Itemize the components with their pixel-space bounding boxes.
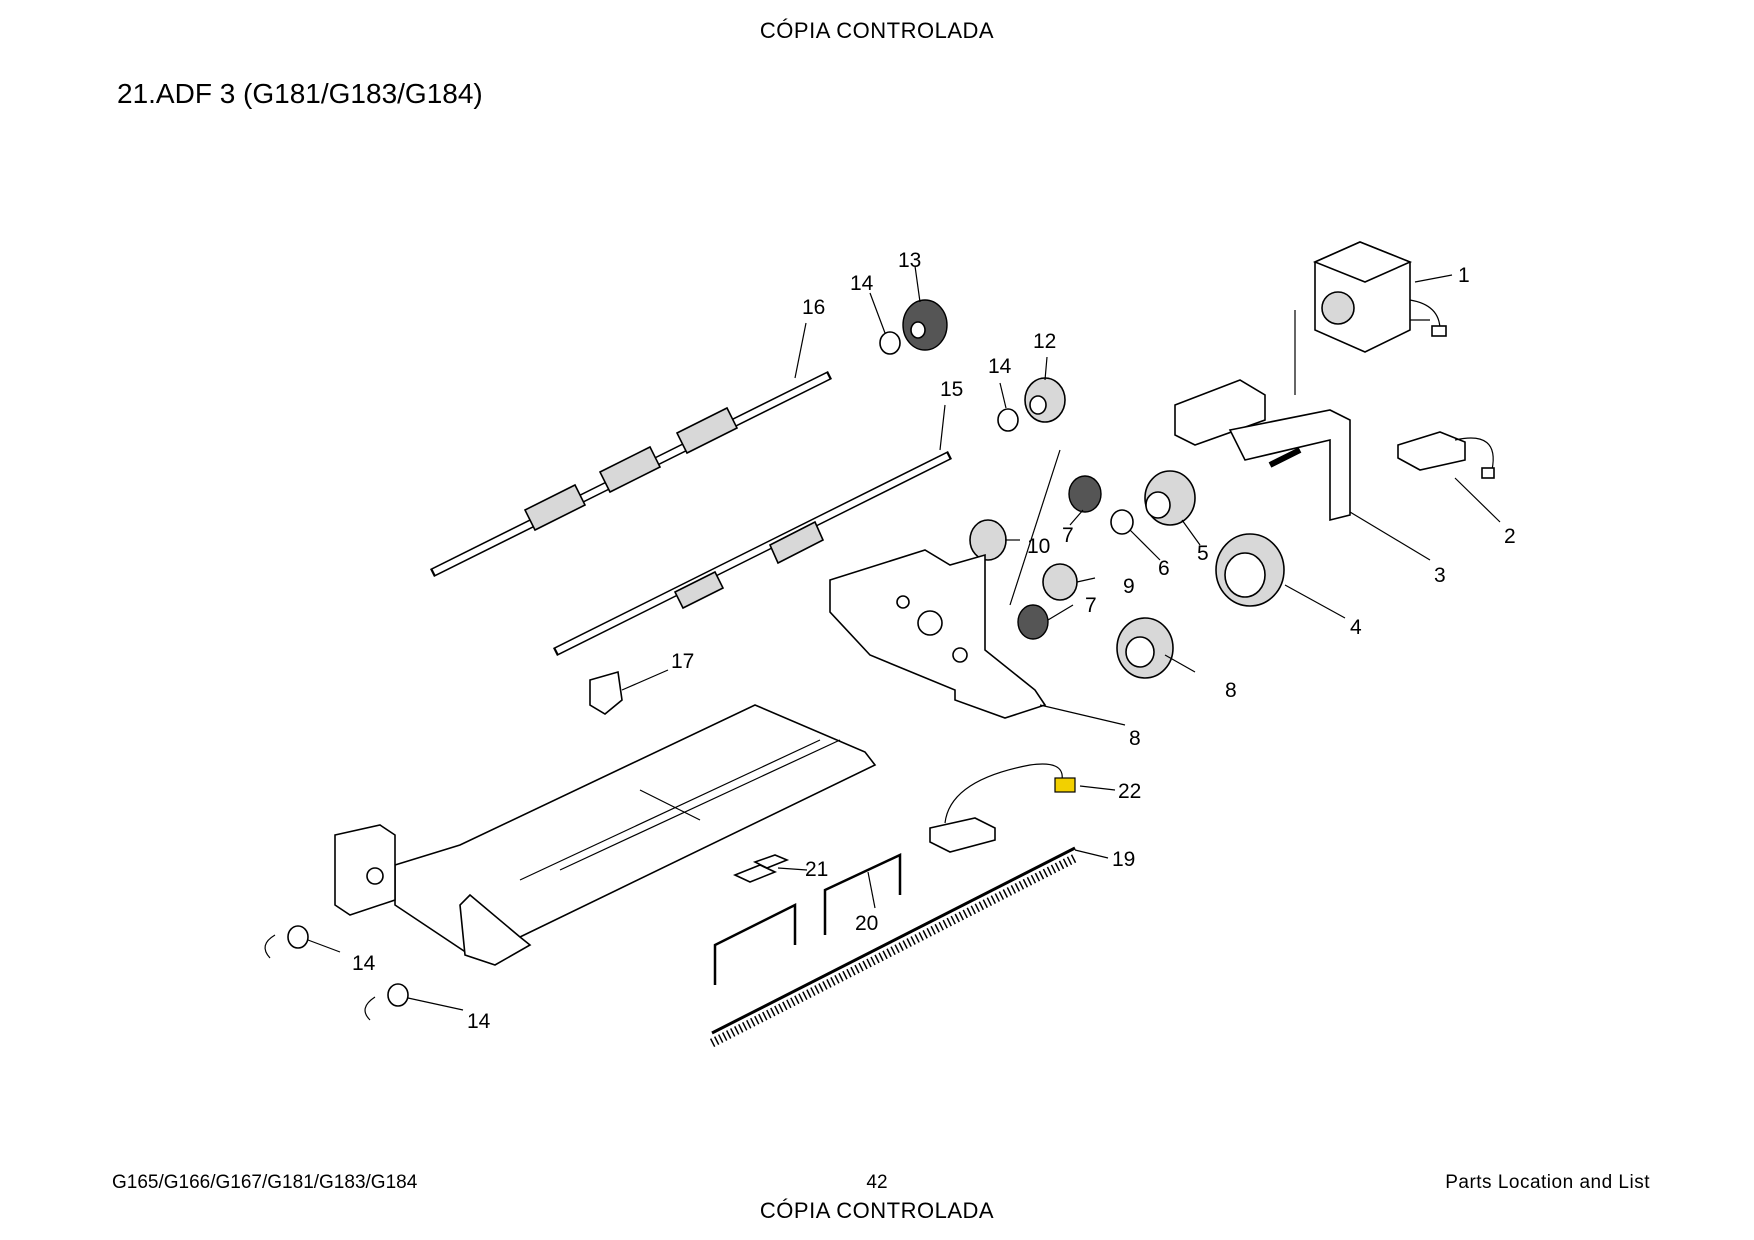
callout-15: 15 (940, 378, 963, 401)
sensor-2 (1397, 431, 1495, 479)
callout-13: 13 (898, 249, 921, 272)
callout-6: 6 (1158, 557, 1170, 580)
guide-17 (589, 670, 623, 715)
callout-7-lower: 7 (1085, 594, 1097, 617)
callout-14-lower-a: 14 (352, 952, 376, 975)
callout-20: 20 (855, 912, 878, 935)
callout-labels: 1 2 3 4 5 6 7 7 8 8 9 10 12 13 14 14 14 … (352, 249, 1516, 1033)
mylar-20 (713, 853, 902, 985)
callout-19: 19 (1112, 848, 1135, 871)
roller-shaft-15 (552, 450, 953, 657)
gear-7-lower (1017, 604, 1049, 640)
callout-14-top: 14 (850, 272, 874, 295)
callout-5: 5 (1197, 542, 1209, 565)
callout-8-right: 8 (1225, 679, 1237, 702)
callout-8-plate: 8 (1129, 727, 1141, 750)
gear-9 (1042, 563, 1078, 601)
callout-21: 21 (805, 858, 828, 881)
gear-13 (902, 299, 948, 351)
gear-10 (969, 519, 1007, 561)
page-title: 21.ADF 3 (G181/G183/G184) (117, 78, 483, 109)
callout-12: 12 (1033, 330, 1056, 353)
callout-4: 4 (1350, 616, 1362, 639)
harness-22 (929, 763, 1076, 853)
callout-9: 9 (1123, 575, 1135, 598)
callout-14-lower-b: 14 (467, 1010, 491, 1033)
gear-5 (1144, 470, 1196, 526)
drive-plate-8 (829, 549, 1047, 719)
footer-section: Parts Location and List (1445, 1172, 1650, 1193)
footer-models: G165/G166/G167/G181/G183/G184 (112, 1172, 418, 1193)
base-frame (334, 704, 877, 966)
bushing-14-lower-b (364, 983, 409, 1021)
bushing-14-mid (997, 408, 1019, 432)
roller-shaft-16 (429, 370, 833, 578)
callout-3: 3 (1434, 564, 1446, 587)
footer-watermark: CÓPIA CONTROLADA (759, 1198, 995, 1223)
bracket-3 (1174, 379, 1351, 522)
gear-4 (1215, 533, 1285, 607)
callout-7-upper: 7 (1062, 524, 1074, 547)
brush-19 (709, 846, 1078, 1048)
callout-10: 10 (1027, 535, 1050, 558)
guide-21 (732, 854, 790, 883)
motor-1 (1312, 241, 1447, 353)
gear-8-right (1116, 617, 1174, 679)
bushing-14-top (879, 331, 901, 355)
callout-14-mid: 14 (988, 355, 1012, 378)
callout-16: 16 (802, 296, 825, 319)
header-watermark: CÓPIA CONTROLADA (759, 18, 995, 43)
gear-7-upper (1068, 475, 1102, 513)
callout-22: 22 (1118, 780, 1141, 803)
gear-12 (1024, 377, 1066, 423)
bushing-14-lower-a (264, 925, 309, 959)
callout-2: 2 (1504, 525, 1516, 548)
callout-17: 17 (671, 650, 694, 673)
footer-page-number: 42 (866, 1172, 888, 1193)
bushing-6 (1110, 509, 1134, 535)
leader-lines (307, 265, 1501, 1011)
callout-1: 1 (1458, 264, 1470, 287)
